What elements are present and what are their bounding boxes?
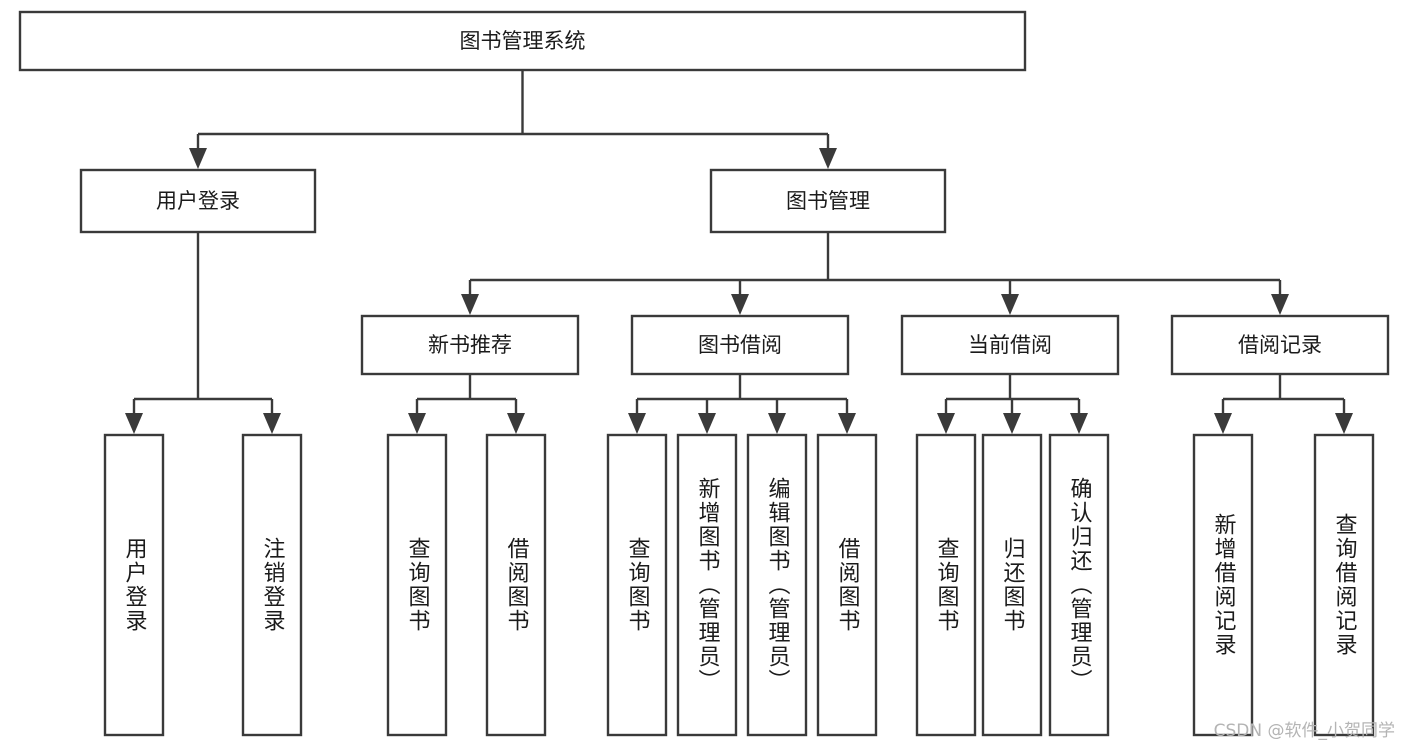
node-box-root — [18, 10, 1027, 72]
node-book-management[interactable]: 图书管理 — [709, 168, 947, 234]
connector-layer — [125, 70, 1353, 434]
connector-group-root — [189, 70, 837, 169]
node-label-leaf-borrow-book: 借阅图书 — [835, 537, 861, 633]
node-leaf-edit-book-admin[interactable]: 编辑图书（管理员） — [746, 433, 808, 737]
node-label-leaf-query-book-recommend: 查询图书 — [405, 537, 431, 633]
arrow-head-icon — [189, 148, 207, 169]
node-user-login[interactable]: 用户登录 — [79, 168, 317, 234]
node-leaf-query-book-current[interactable]: 查询图书 — [915, 433, 977, 737]
node-box-leaf-add-borrow-record — [1192, 433, 1254, 737]
arrow-head-icon — [408, 413, 426, 434]
node-label-leaf-query-book-current: 查询图书 — [934, 537, 960, 633]
node-label-leaf-query-book-borrow: 查询图书 — [625, 537, 651, 633]
node-box-leaf-query-book-borrow — [606, 433, 668, 737]
node-label-book-borrow: 图书借阅 — [698, 333, 782, 357]
node-label-book-management: 图书管理 — [786, 189, 870, 213]
node-leaf-query-borrow-record[interactable]: 查询借阅记录 — [1313, 433, 1375, 737]
node-label-current-borrow: 当前借阅 — [968, 333, 1052, 357]
arrow-head-icon — [698, 413, 716, 434]
arrow-head-icon — [819, 148, 837, 169]
arrow-head-icon — [1001, 294, 1019, 315]
node-label-leaf-add-book-admin: 新增图书（管理员） — [695, 477, 721, 693]
arrow-head-icon — [628, 413, 646, 434]
connector-group-current-borrow — [937, 374, 1088, 434]
arrow-head-icon — [838, 413, 856, 434]
node-root[interactable]: 图书管理系统 — [18, 10, 1027, 72]
node-box-current-borrow — [900, 314, 1120, 376]
node-box-leaf-query-book-current — [915, 433, 977, 737]
node-label-leaf-borrow-book-recommend: 借阅图书 — [504, 537, 530, 633]
node-box-new-book-recommend — [360, 314, 580, 376]
connector-group-new-book-recommend — [408, 374, 525, 434]
node-box-leaf-return-book — [981, 433, 1043, 737]
arrow-head-icon — [731, 294, 749, 315]
arrow-head-icon — [937, 413, 955, 434]
node-leaf-confirm-return-admin[interactable]: 确认归还（管理员） — [1048, 433, 1110, 737]
node-box-borrow-record — [1170, 314, 1390, 376]
arrow-head-icon — [768, 413, 786, 434]
node-box-leaf-add-book-admin — [676, 433, 738, 737]
node-leaf-borrow-book-recommend[interactable]: 借阅图书 — [485, 433, 547, 737]
arrow-head-icon — [263, 413, 281, 434]
node-box-leaf-edit-book-admin — [746, 433, 808, 737]
arrow-head-icon — [1070, 413, 1088, 434]
node-label-new-book-recommend: 新书推荐 — [428, 333, 512, 357]
node-new-book-recommend[interactable]: 新书推荐 — [360, 314, 580, 376]
node-leaf-add-borrow-record[interactable]: 新增借阅记录 — [1192, 433, 1254, 737]
node-label-root: 图书管理系统 — [460, 29, 586, 53]
node-current-borrow[interactable]: 当前借阅 — [900, 314, 1120, 376]
node-box-leaf-borrow-book-recommend — [485, 433, 547, 737]
node-label-leaf-return-book: 归还图书 — [1000, 537, 1026, 633]
node-box-leaf-query-borrow-record — [1313, 433, 1375, 737]
node-label-leaf-add-borrow-record: 新增借阅记录 — [1211, 513, 1237, 657]
node-borrow-record[interactable]: 借阅记录 — [1170, 314, 1390, 376]
arrow-head-icon — [507, 413, 525, 434]
node-leaf-return-book[interactable]: 归还图书 — [981, 433, 1043, 737]
arrow-head-icon — [1214, 413, 1232, 434]
node-box-book-borrow — [630, 314, 850, 376]
node-box-leaf-user-login — [103, 433, 165, 737]
node-box-leaf-confirm-return-admin — [1048, 433, 1110, 737]
arrow-head-icon — [461, 294, 479, 315]
arrow-head-icon — [1335, 413, 1353, 434]
node-leaf-query-book-borrow[interactable]: 查询图书 — [606, 433, 668, 737]
node-box-user-login — [79, 168, 317, 234]
arrow-head-icon — [1271, 294, 1289, 315]
node-label-leaf-query-borrow-record: 查询借阅记录 — [1332, 513, 1358, 657]
node-label-leaf-edit-book-admin: 编辑图书（管理员） — [765, 477, 791, 693]
node-label-leaf-logout-login: 注销登录 — [260, 537, 286, 633]
node-leaf-query-book-recommend[interactable]: 查询图书 — [386, 433, 448, 737]
node-leaf-logout-login[interactable]: 注销登录 — [241, 433, 303, 737]
connector-group-book-borrow — [628, 374, 856, 434]
node-label-leaf-confirm-return-admin: 确认归还（管理员） — [1067, 477, 1093, 693]
node-box-leaf-logout-login — [241, 433, 303, 737]
node-layer: 图书管理系统用户登录图书管理新书推荐图书借阅当前借阅借阅记录用户登录注销登录查询… — [18, 10, 1390, 737]
connector-group-book-management — [461, 232, 1289, 315]
arrow-head-icon — [1003, 413, 1021, 434]
node-box-book-management — [709, 168, 947, 234]
node-box-leaf-query-book-recommend — [386, 433, 448, 737]
connector-group-user-login — [125, 232, 281, 434]
node-label-leaf-user-login: 用户登录 — [122, 537, 148, 633]
node-label-user-login: 用户登录 — [156, 189, 240, 213]
node-box-leaf-borrow-book — [816, 433, 878, 737]
node-leaf-borrow-book[interactable]: 借阅图书 — [816, 433, 878, 737]
connector-group-borrow-record — [1214, 374, 1353, 434]
node-book-borrow[interactable]: 图书借阅 — [630, 314, 850, 376]
node-leaf-add-book-admin[interactable]: 新增图书（管理员） — [676, 433, 738, 737]
node-label-borrow-record: 借阅记录 — [1238, 333, 1322, 357]
node-leaf-user-login[interactable]: 用户登录 — [103, 433, 165, 737]
arrow-head-icon — [125, 413, 143, 434]
